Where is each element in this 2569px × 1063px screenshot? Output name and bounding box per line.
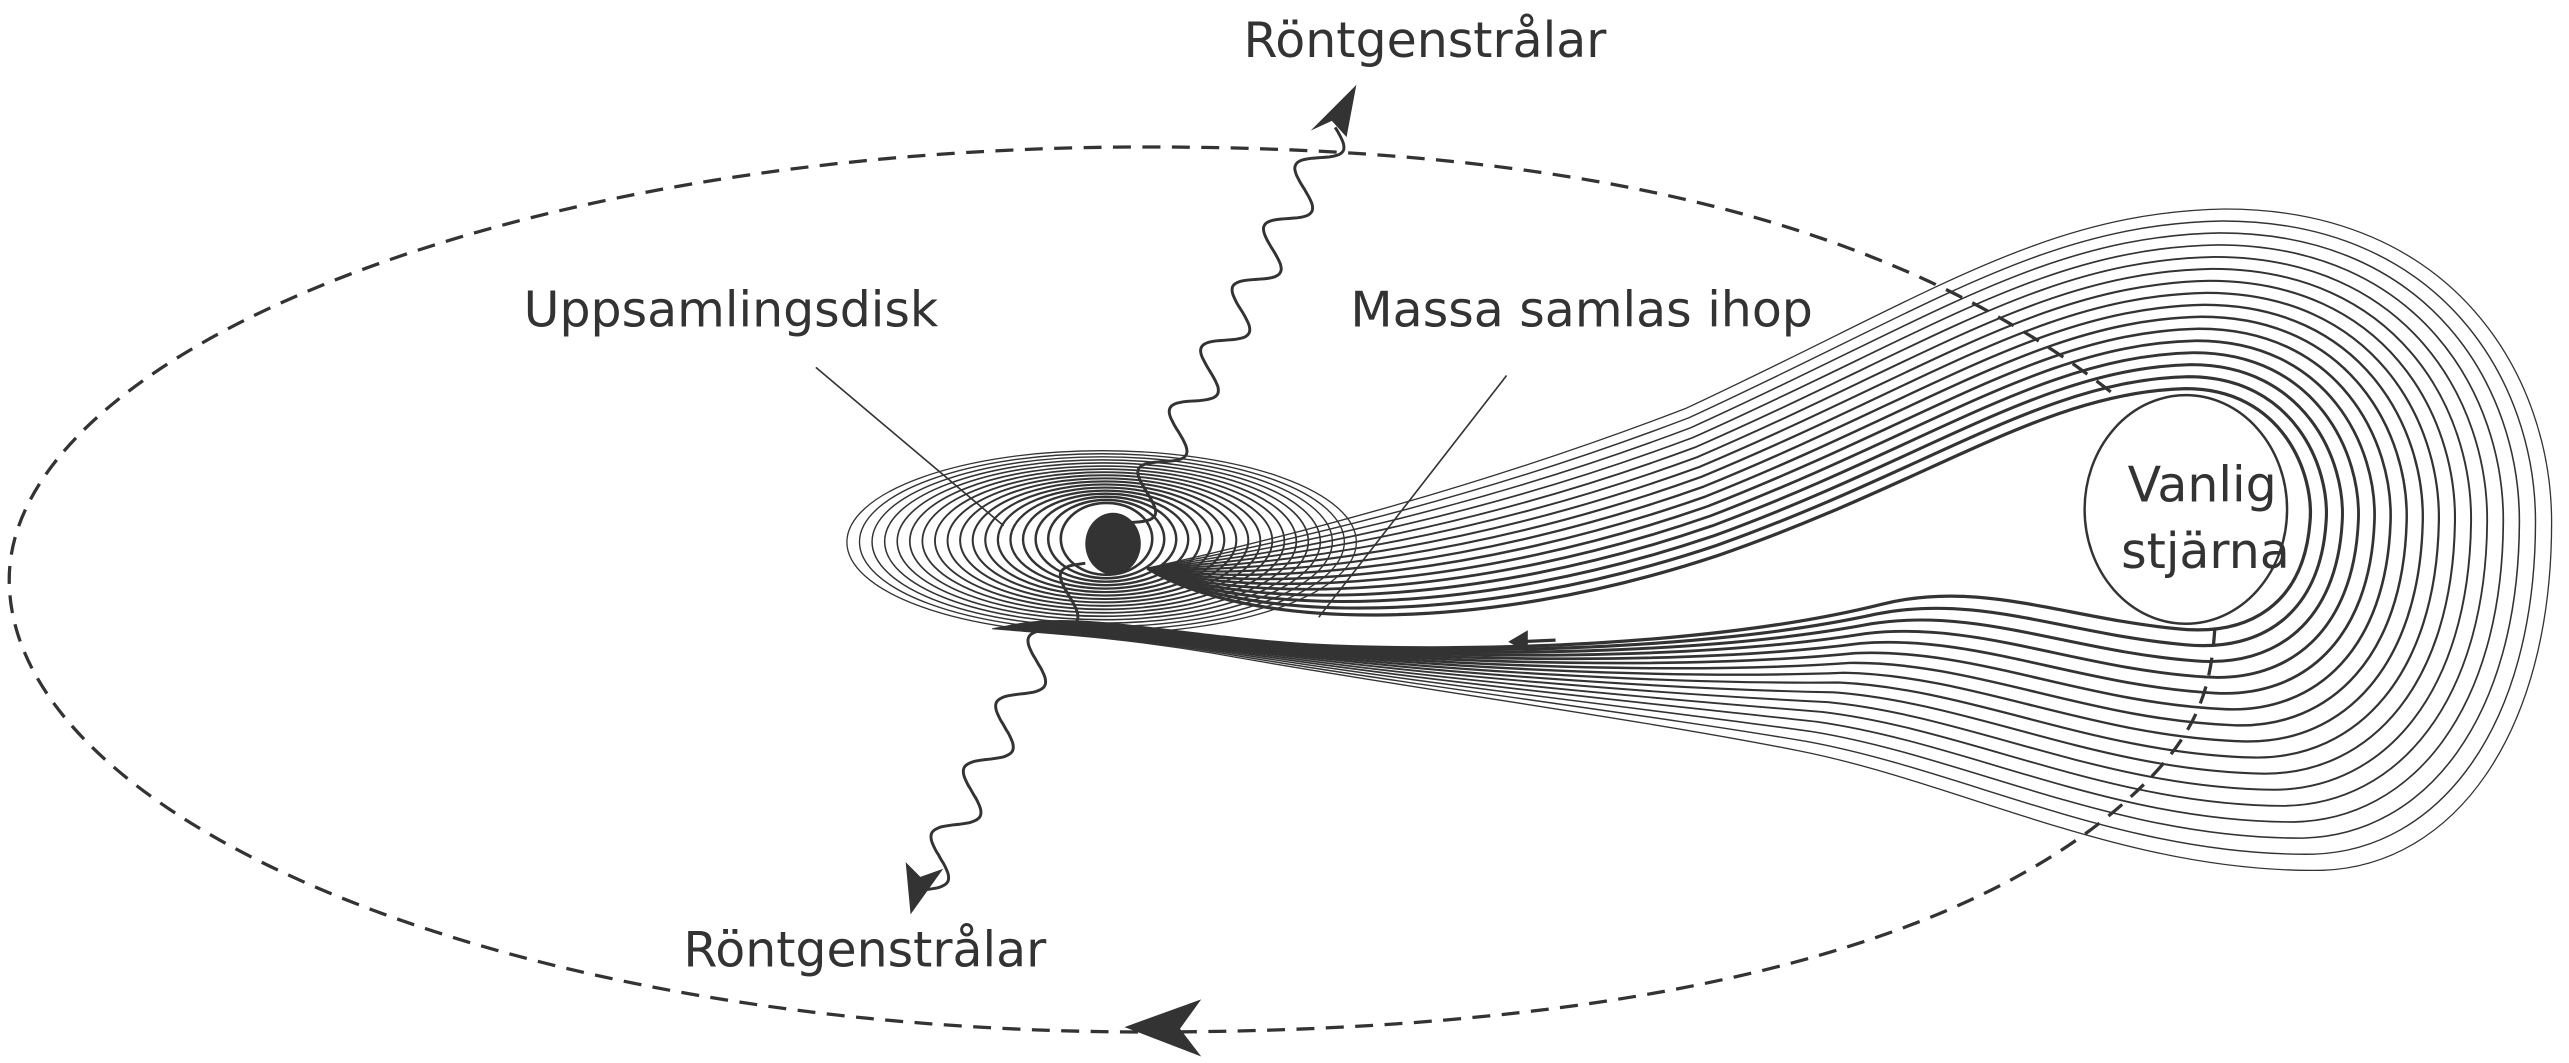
stream-line [1009,339,2376,695]
flow-arrow-icon [1508,630,1556,654]
disk-ring [996,486,1214,594]
stream-line [1011,351,2360,679]
mass-stream [992,208,2553,871]
stream-line [1016,386,2313,650]
label-star-line1: Vanlig [2128,456,2277,513]
stream-line [1000,267,2473,791]
disk-ring [921,468,1286,614]
disk-ring [946,474,1262,607]
disk-ring [959,477,1250,604]
stream-line [1008,327,2392,711]
stream-line [1001,279,2456,775]
orbit-path [7,145,2217,1034]
arrowhead-top-icon [1310,84,1357,138]
stream-line [997,244,2505,823]
disk-ring [1046,498,1166,580]
stream-line [1006,315,2408,727]
disk-ring [1059,501,1154,577]
arrowhead-bottom-icon [905,862,944,915]
disk-ring [934,471,1274,611]
black-hole [1085,512,1141,575]
stream-line [1005,303,2424,743]
disk-ring [896,462,1310,621]
xray-wave-bottom [923,561,1086,892]
label-xray-bottom: Röntgenstrålar [683,922,1047,979]
stream-line [1014,375,2328,652]
disk-ring [1034,495,1178,583]
disk-ring [971,480,1238,601]
disk-ring [1021,492,1190,587]
disk-leader-line [815,366,1005,527]
label-mass: Massa samlas ihop [1350,282,1812,339]
disk-ring [1009,489,1202,590]
stream-line [998,255,2489,807]
disk-ring [984,483,1226,597]
stream-line [1013,363,2344,663]
mass-leader-line [1318,375,1508,618]
stream-line [1003,291,2440,759]
label-xray-top: Röntgenstrålar [1243,12,1607,69]
xray-wave-top [1130,126,1346,524]
label-star-line2: stjärna [2121,523,2290,580]
stream-line [992,208,2553,871]
disk-ring [908,465,1298,618]
orbit-arrowhead-icon [1124,999,1202,1057]
label-disk: Uppsamlingsdisk [524,282,939,339]
stream-line [995,232,2521,839]
star-circle [2083,393,2289,625]
stream-line [993,220,2537,855]
